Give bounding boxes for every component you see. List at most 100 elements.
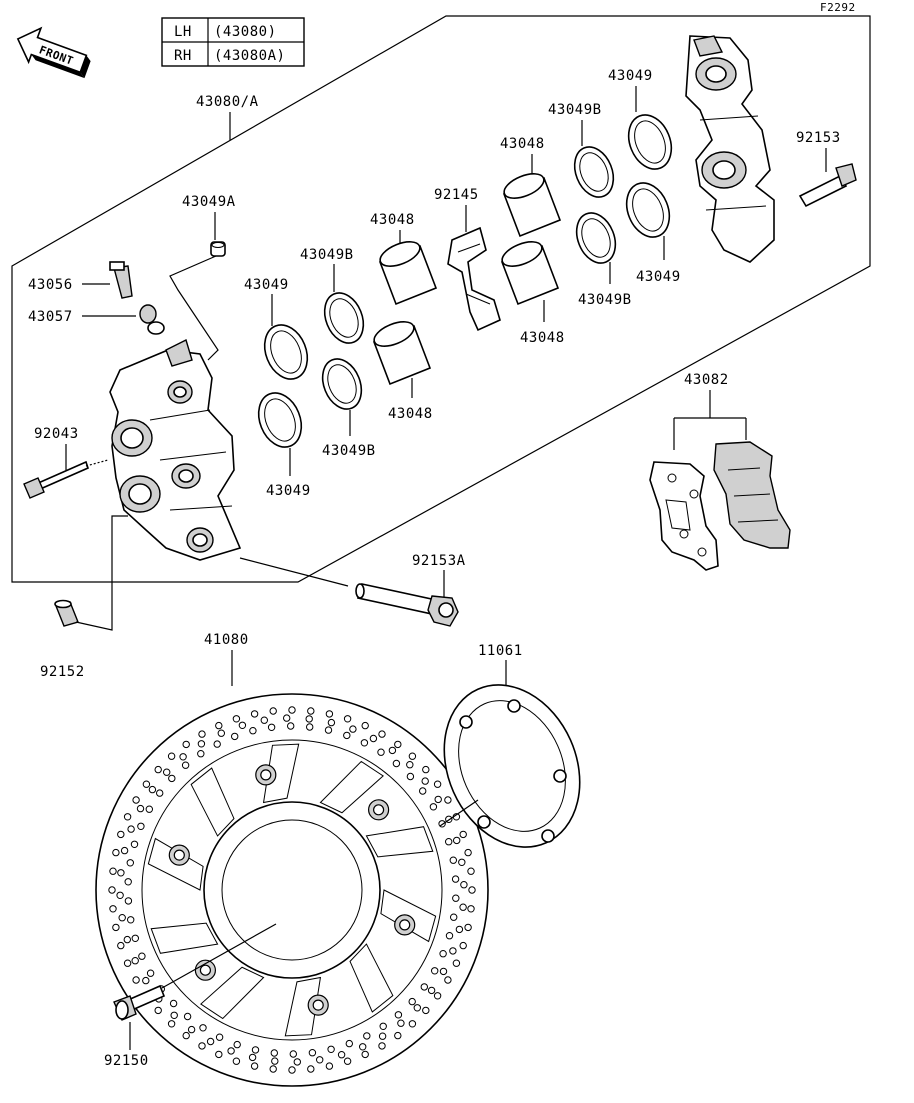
piston-seal-43049b-lower-right[interactable] — [570, 207, 623, 269]
brake-pad-left[interactable] — [649, 461, 719, 571]
label-43048-d[interactable]: 43048 — [520, 330, 565, 346]
disc-drill-hole — [123, 935, 132, 944]
label-43056[interactable]: 43056 — [28, 277, 73, 293]
label-43048-b[interactable]: 43048 — [388, 406, 433, 422]
disc-drill-hole — [145, 805, 154, 813]
disc-drill-hole — [464, 923, 472, 932]
label-92153a[interactable]: 92153A — [412, 553, 466, 569]
disc-drill-hole — [132, 976, 140, 984]
label-92145[interactable]: 92145 — [434, 187, 479, 203]
label-43049-c[interactable]: 43049 — [608, 68, 653, 84]
piston-seal-43049b-upper-left[interactable] — [318, 287, 371, 349]
disc-drill-hole — [359, 1043, 367, 1051]
label-41080[interactable]: 41080 — [204, 632, 249, 648]
disc-carrier-spoke — [349, 943, 394, 1013]
disc-shim-11061[interactable] — [419, 663, 604, 869]
label-92153[interactable]: 92153 — [796, 130, 841, 146]
disc-drill-hole — [439, 967, 448, 976]
disc-drill-hole — [137, 822, 145, 830]
disc-drill-hole — [379, 1022, 387, 1031]
disc-drill-hole — [293, 1058, 301, 1066]
label-43057[interactable]: 43057 — [28, 309, 73, 325]
disc-drill-hole — [181, 761, 190, 769]
disc-drill-hole — [452, 894, 460, 902]
label-92150[interactable]: 92150 — [104, 1053, 149, 1069]
piston-43048-upper[interactable] — [377, 237, 438, 306]
seal-43049a[interactable] — [210, 241, 226, 257]
bolt-92153[interactable] — [798, 163, 857, 208]
disc-carrier-spoke — [284, 976, 322, 1037]
piston-43048-right-upper[interactable] — [501, 169, 562, 238]
label-43049b-c[interactable]: 43049B — [548, 102, 602, 118]
disc-drill-hole — [168, 774, 176, 783]
label-43049-a[interactable]: 43049 — [244, 277, 289, 293]
label-11061[interactable]: 11061 — [478, 643, 523, 659]
label-43049a[interactable]: 43049A — [182, 194, 236, 210]
disc-drill-hole — [270, 1049, 278, 1057]
piston-seal-43049b-upper-right[interactable] — [568, 141, 621, 203]
disc-drill-hole — [170, 1011, 178, 1019]
disc-drill-hole — [251, 1046, 260, 1054]
disc-drill-hole — [325, 1062, 334, 1070]
label-43049b-d[interactable]: 43049B — [578, 292, 632, 308]
disc-drill-hole — [127, 825, 135, 833]
disc-drill-hole — [439, 950, 447, 958]
disc-drill-hole — [406, 761, 414, 769]
label-43049b-b[interactable]: 43049B — [322, 443, 376, 459]
disc-drill-hole — [116, 891, 124, 899]
disc-drill-hole — [215, 721, 223, 730]
bolt-92043[interactable] — [23, 460, 89, 499]
disc-drill-hole — [288, 706, 296, 714]
label-43049b-a[interactable]: 43049B — [300, 247, 354, 263]
dust-seal-43049-upper-right[interactable] — [621, 109, 679, 176]
brake-pad-right[interactable] — [713, 441, 791, 549]
bolt-92153a[interactable] — [355, 583, 459, 627]
piston-43048-right-lower[interactable] — [499, 237, 560, 306]
label-43048-c[interactable]: 43048 — [500, 136, 545, 152]
caliper-body-left[interactable] — [109, 339, 242, 561]
disc-drill-hole — [126, 859, 135, 867]
caliper-body-right[interactable] — [685, 35, 775, 263]
dust-seal-43049-upper-left[interactable] — [257, 319, 315, 386]
disc-carrier-spoke — [365, 826, 434, 858]
disc-drill-hole — [316, 1056, 324, 1064]
label-43049-b[interactable]: 43049 — [266, 483, 311, 499]
disc-button-hole — [399, 919, 411, 931]
disc-drill-hole — [123, 813, 132, 821]
disc-drill-hole — [287, 722, 295, 730]
disc-drill-hole — [413, 1004, 421, 1012]
disc-drill-hole — [269, 1065, 277, 1073]
bleeder-cap-43057[interactable] — [139, 304, 165, 335]
piston-seal-43049b-lower-left[interactable] — [316, 353, 369, 415]
disc-drill-hole — [183, 1012, 192, 1021]
disc-bolt-92150[interactable] — [113, 984, 166, 1021]
disc-drill-hole — [233, 1040, 241, 1049]
spacer-92152[interactable] — [54, 599, 79, 627]
label-43080a[interactable]: 43080/A — [196, 94, 259, 110]
disc-drill-hole — [369, 734, 378, 743]
disc-drill-hole — [117, 830, 125, 839]
label-43049-d[interactable]: 43049 — [636, 269, 681, 285]
piston-43048-lower[interactable] — [371, 317, 432, 386]
disc-drill-hole — [112, 923, 120, 932]
label-92152[interactable]: 92152 — [40, 664, 85, 680]
dust-seal-43049-lower-right[interactable] — [619, 177, 677, 244]
dust-seal-43049-lower-left[interactable] — [251, 387, 309, 454]
brake-disc-41080[interactable] — [95, 693, 489, 1087]
disc-drill-hole — [388, 746, 397, 755]
label-43048-a[interactable]: 43048 — [370, 212, 415, 228]
label-92043[interactable]: 92043 — [34, 426, 79, 442]
bleeder-valve-43056[interactable] — [109, 261, 133, 299]
disc-drill-hole — [267, 723, 276, 731]
disc-drill-hole — [250, 710, 259, 718]
disc-drill-hole — [420, 983, 428, 991]
pad-spring-92145[interactable] — [447, 226, 501, 332]
disc-drill-hole — [337, 1051, 346, 1059]
disc-drill-hole — [378, 1032, 387, 1040]
disc-drill-hole — [179, 753, 187, 761]
label-43082[interactable]: 43082 — [684, 372, 729, 388]
disc-drill-hole — [419, 787, 427, 795]
disc-drill-hole — [124, 897, 133, 905]
disc-drill-hole — [422, 1006, 430, 1015]
figure-code: F2292 — [820, 1, 856, 14]
